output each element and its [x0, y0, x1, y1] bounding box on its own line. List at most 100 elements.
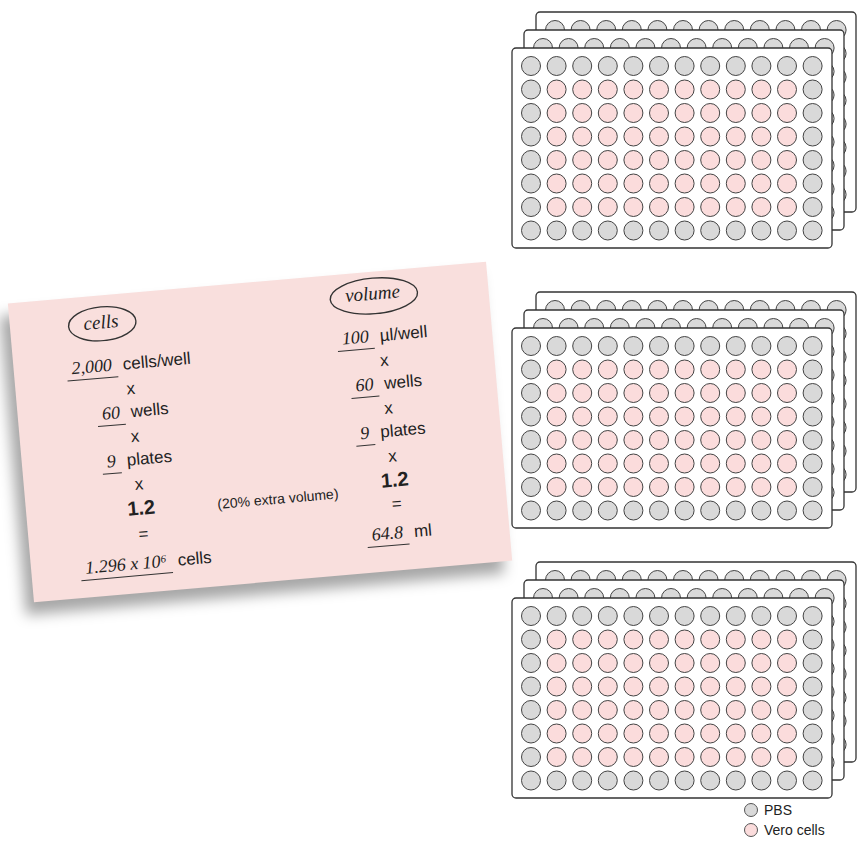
well [752, 748, 771, 767]
well [778, 748, 797, 767]
well [547, 724, 566, 743]
well [778, 80, 797, 99]
calc-text: x [388, 446, 398, 467]
well [650, 337, 669, 356]
well [650, 454, 669, 473]
well [598, 454, 617, 473]
well [675, 151, 694, 170]
well [573, 724, 592, 743]
well [701, 127, 720, 146]
handwritten-value: 1.296 x 10⁶ [79, 550, 172, 581]
well [650, 221, 669, 240]
well-plate [512, 328, 832, 528]
well [522, 337, 541, 356]
well-plate [512, 598, 832, 798]
well [598, 57, 617, 76]
calc-text: = [138, 524, 150, 545]
well [726, 478, 745, 497]
well [778, 104, 797, 123]
well [752, 630, 771, 649]
well [752, 127, 771, 146]
legend: PBSVero cells [744, 800, 825, 840]
well [752, 104, 771, 123]
well [726, 337, 745, 356]
well [803, 407, 822, 426]
well [650, 384, 669, 403]
well [778, 431, 797, 450]
calc-line: 9plates [354, 418, 426, 447]
calc-line: 1.2 [380, 467, 410, 492]
well [522, 57, 541, 76]
well [701, 80, 720, 99]
well [522, 630, 541, 649]
well [726, 607, 745, 626]
well [752, 654, 771, 673]
well [547, 701, 566, 720]
well [675, 104, 694, 123]
well [547, 104, 566, 123]
well [803, 384, 822, 403]
calc-text: (20% extra volume) [217, 485, 339, 512]
well [624, 80, 643, 99]
well [624, 748, 643, 767]
well [573, 771, 592, 790]
well [573, 654, 592, 673]
well [701, 454, 720, 473]
well [522, 654, 541, 673]
well [547, 57, 566, 76]
calc-line: = [138, 524, 150, 545]
well [624, 57, 643, 76]
well [522, 221, 541, 240]
well [675, 701, 694, 720]
well [726, 384, 745, 403]
calc-line: (20% extra volume) [217, 485, 339, 512]
well [701, 607, 720, 626]
well [650, 701, 669, 720]
well [752, 198, 771, 217]
well [624, 701, 643, 720]
well [726, 151, 745, 170]
well [726, 360, 745, 379]
well [803, 771, 822, 790]
well [803, 151, 822, 170]
well [573, 701, 592, 720]
legend-entry: Vero cells [744, 820, 825, 840]
oval-line [328, 274, 418, 317]
well [547, 337, 566, 356]
well [803, 654, 822, 673]
well [547, 80, 566, 99]
well [701, 501, 720, 520]
well [726, 701, 745, 720]
well [701, 701, 720, 720]
well [573, 337, 592, 356]
well [624, 630, 643, 649]
calc-line: 1.2 [126, 495, 156, 520]
well [803, 501, 822, 520]
well [547, 360, 566, 379]
well [573, 501, 592, 520]
plate-stack [512, 12, 856, 248]
handwritten-value: 60 [96, 402, 126, 427]
plate-stack [512, 562, 856, 798]
well [547, 607, 566, 626]
calc-line: 60wells [350, 370, 423, 399]
well [803, 748, 822, 767]
well [624, 127, 643, 146]
well [752, 677, 771, 696]
well [598, 151, 617, 170]
well [675, 478, 694, 497]
well [752, 384, 771, 403]
well [522, 748, 541, 767]
well [726, 221, 745, 240]
well [598, 771, 617, 790]
well [726, 431, 745, 450]
well [522, 151, 541, 170]
well [650, 607, 669, 626]
well [598, 630, 617, 649]
well [522, 501, 541, 520]
well [624, 454, 643, 473]
well [778, 478, 797, 497]
well [778, 630, 797, 649]
well [598, 80, 617, 99]
well [650, 431, 669, 450]
